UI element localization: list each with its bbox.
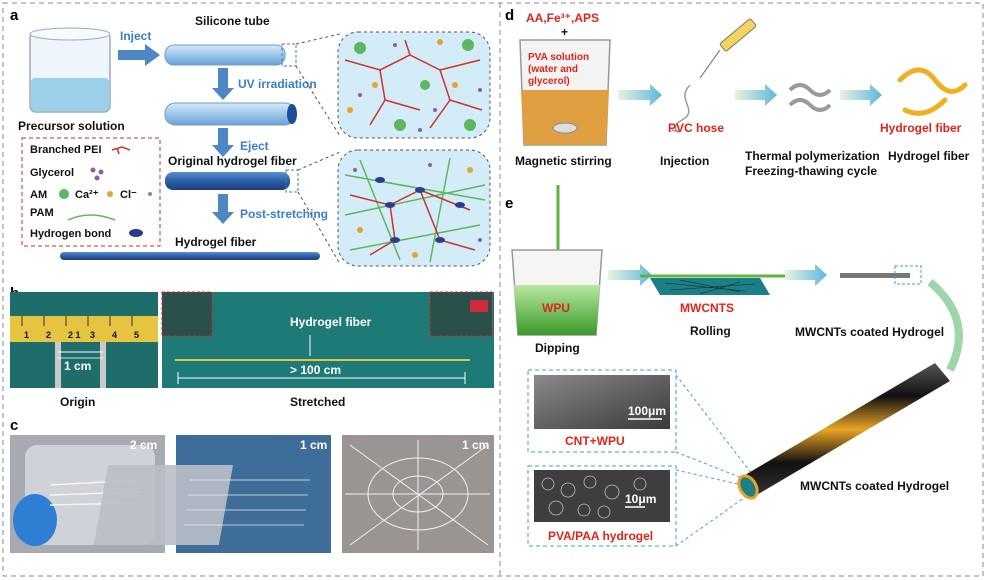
eject-label: Eject <box>240 139 269 153</box>
svg-text:Hydrogen bond: Hydrogen bond <box>30 228 111 240</box>
pva-line1: PVA solution <box>528 52 589 63</box>
coated-fiber-small <box>840 273 910 278</box>
curved-arrow <box>927 278 963 372</box>
d-arrow-1 <box>618 84 662 106</box>
injection-label: Injection <box>660 154 709 168</box>
hydrogel-fiber-red: Hydrogel fiber <box>880 121 962 135</box>
stretched-fiber <box>60 252 320 260</box>
hydrogel-fiber-label-b: Hydrogel fiber <box>290 315 372 329</box>
thermal-fiber <box>788 83 832 112</box>
magnetic-beaker <box>519 39 611 146</box>
precursor-label: Precursor solution <box>18 119 125 133</box>
silicone-tube-label: Silicone tube <box>195 14 270 28</box>
coated-label-2: MWCNTs coated Hydrogel <box>800 479 949 493</box>
zoom-network-2 <box>337 149 491 267</box>
yellow-fiber <box>897 67 968 116</box>
sem-img-2 <box>534 470 670 522</box>
stretched-label: Stretched <box>290 395 345 409</box>
zoom-box-2 <box>285 169 299 193</box>
sem-img-1 <box>534 375 670 429</box>
sem-box-2 <box>527 465 677 547</box>
svg-text:1: 1 <box>24 330 29 340</box>
panel-label-e: e <box>505 195 513 212</box>
pva-paa-label: PVA/PAA hydrogel <box>548 529 653 543</box>
panel-label-d: d <box>505 7 514 24</box>
pva-line3: glycerol) <box>528 76 570 87</box>
sem-pores <box>541 475 647 519</box>
legend-box: Branched PEI Glycerol AM Ca²⁺ Cl⁻ PAM Hy… <box>21 137 161 247</box>
svg-text:AM: AM <box>30 189 47 201</box>
cured-tube <box>164 102 296 126</box>
photo-origin: 1 2 2 1 3 4 5 <box>10 292 158 388</box>
svg-text:4: 4 <box>112 330 117 340</box>
zoom-box-1 <box>281 43 297 67</box>
pvc-label: PVC hose <box>668 121 724 135</box>
hydrogel-fiber-label-d: Hydrogel fiber <box>888 149 970 163</box>
photo-c2 <box>93 435 331 553</box>
dipping-label: Dipping <box>535 341 580 355</box>
wpu-label: WPU <box>542 301 570 315</box>
svg-text:2: 2 <box>46 330 51 340</box>
rolling-mat <box>640 274 785 295</box>
syringe <box>671 18 757 133</box>
sem-box-1 <box>527 369 677 453</box>
hydrogel-fiber-label-a: Hydrogel fiber <box>175 235 257 249</box>
uv-arrow <box>212 68 234 100</box>
svg-text:Branched PEI: Branched PEI <box>30 144 102 156</box>
c2-scale-label: 1 cm <box>300 438 327 452</box>
mwcnts-mat-label: MWCNTS <box>680 301 734 315</box>
coated-cylinder <box>737 363 950 500</box>
panel-label-a: a <box>10 7 19 24</box>
svg-text:5: 5 <box>134 330 139 340</box>
svg-text:3: 3 <box>90 330 95 340</box>
cm100-label: > 100 cm <box>290 363 341 377</box>
e-arrow-2 <box>785 264 827 286</box>
post-stretch-label: Post-stretching <box>240 207 328 221</box>
coated-label-1: MWCNTs coated Hydrogel <box>795 325 944 339</box>
thermal-label1: Thermal polymerization <box>745 149 880 163</box>
silicone-tube <box>164 44 286 66</box>
thermal-label2: Freezing-thawing cycle <box>745 164 877 178</box>
scale-10um: 10μm <box>625 492 656 506</box>
wpu-beaker <box>511 185 603 336</box>
inject-label: Inject <box>120 29 151 43</box>
svg-text:Cl⁻: Cl⁻ <box>120 189 137 201</box>
inject-arrow <box>118 44 160 66</box>
svg-text:Glycerol: Glycerol <box>30 167 74 179</box>
scale-100um: 100μm <box>628 404 666 418</box>
precursor-beaker <box>29 27 111 113</box>
zoom-box-e <box>894 265 922 285</box>
zoom-network-1 <box>337 31 491 139</box>
d-arrow-3 <box>840 84 882 106</box>
pva-line2: (water and <box>528 64 578 75</box>
d-arrow-2 <box>735 84 777 106</box>
cm1-label: 1 cm <box>64 359 91 373</box>
photo-stretched <box>161 291 494 388</box>
cnt-wpu-label: CNT+WPU <box>565 434 625 448</box>
svg-text:2 1: 2 1 <box>68 330 81 340</box>
svg-text:Ca²⁺: Ca²⁺ <box>75 189 99 201</box>
panel-label-c: c <box>10 417 18 434</box>
photo-c3 <box>342 435 494 553</box>
eject-arrow <box>212 128 234 157</box>
magnetic-label: Magnetic stirring <box>515 154 612 168</box>
original-fiber <box>165 172 290 190</box>
c3-scale-label: 1 cm <box>462 438 489 452</box>
plus-sign: + <box>561 25 568 39</box>
e-arrow-1 <box>608 264 652 286</box>
rolling-label: Rolling <box>690 324 731 338</box>
original-fiber-label: Original hydrogel fiber <box>168 154 297 168</box>
reagents-label: AA,Fe³⁺,APS <box>526 11 599 25</box>
c1-scale-label: 2 cm <box>130 438 157 452</box>
uv-label: UV irradiation <box>238 77 317 91</box>
post-stretch-arrow <box>212 194 234 224</box>
origin-label: Origin <box>60 395 95 409</box>
svg-text:PAM: PAM <box>30 207 54 219</box>
